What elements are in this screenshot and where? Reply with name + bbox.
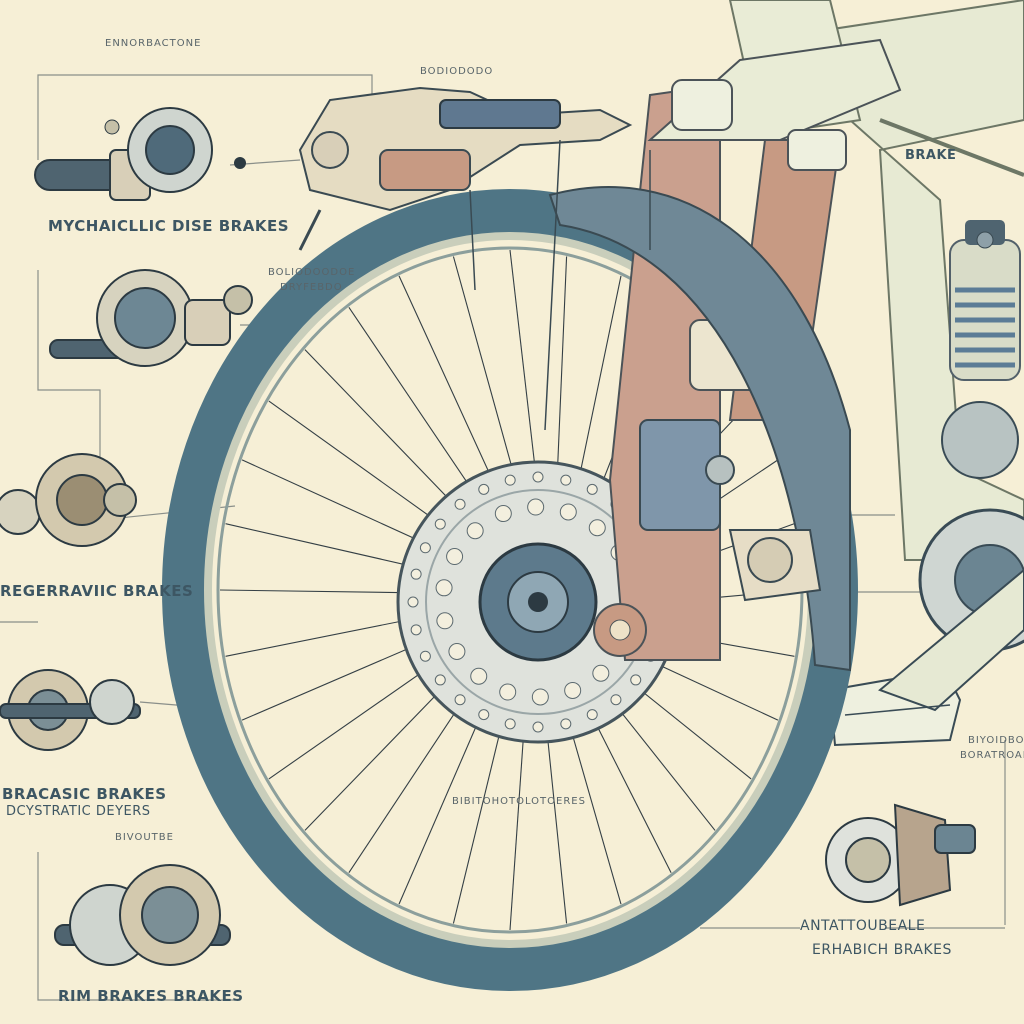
- label-bottom-left: BIVOUTBE: [115, 832, 174, 843]
- disc-rotor: [396, 460, 680, 744]
- label-mid-left-2: DRYFEBDO: [280, 282, 343, 293]
- label-mid-left-1: BOLIODOODOE: [268, 267, 356, 278]
- label-hydraulic-brakes: BRACASIC BRAKES: [2, 785, 167, 803]
- bottom-rim-brake-icon: [54, 864, 231, 966]
- front-caliper: [705, 455, 822, 602]
- label-bottom-center: BIBITOHOTOLOTOERES: [452, 796, 586, 807]
- label-electronic-2: ERHABICH BRAKES: [812, 942, 952, 958]
- label-brake: BRAKE: [905, 148, 957, 163]
- label-right-1: BIYOIDBOYSTOLE: [968, 735, 1024, 746]
- brake-lever-assembly: [298, 86, 651, 431]
- label-electronic-1: ANTATTOUBEALE: [800, 918, 926, 934]
- label-regenerative-brakes: REGERRAVIIC BRAKES: [0, 582, 194, 600]
- label-rim-brakes: RIM BRAKES BRAKES: [58, 987, 244, 1005]
- fender: [548, 186, 851, 672]
- electronic-brake-icon: [825, 803, 976, 907]
- rim-brake-icon: [0, 669, 141, 751]
- label-right-2: BORATROAEO: [960, 750, 1024, 761]
- label-top-center: BODIODODO: [420, 66, 494, 77]
- rear-shock: [949, 220, 1021, 381]
- label-hydraulic-sub: DCYSTRATIC DEYERS: [6, 804, 151, 819]
- hydraulic-brake-icon: [0, 453, 137, 547]
- regenerative-brake-icon: [49, 269, 253, 367]
- label-mechanical-disc-brakes: MYCHAICLLIC DISE BRAKES: [48, 217, 290, 235]
- label-top-left: ENNORBACTONE: [105, 38, 202, 49]
- mechanical-disc-brake-icon: [34, 107, 246, 201]
